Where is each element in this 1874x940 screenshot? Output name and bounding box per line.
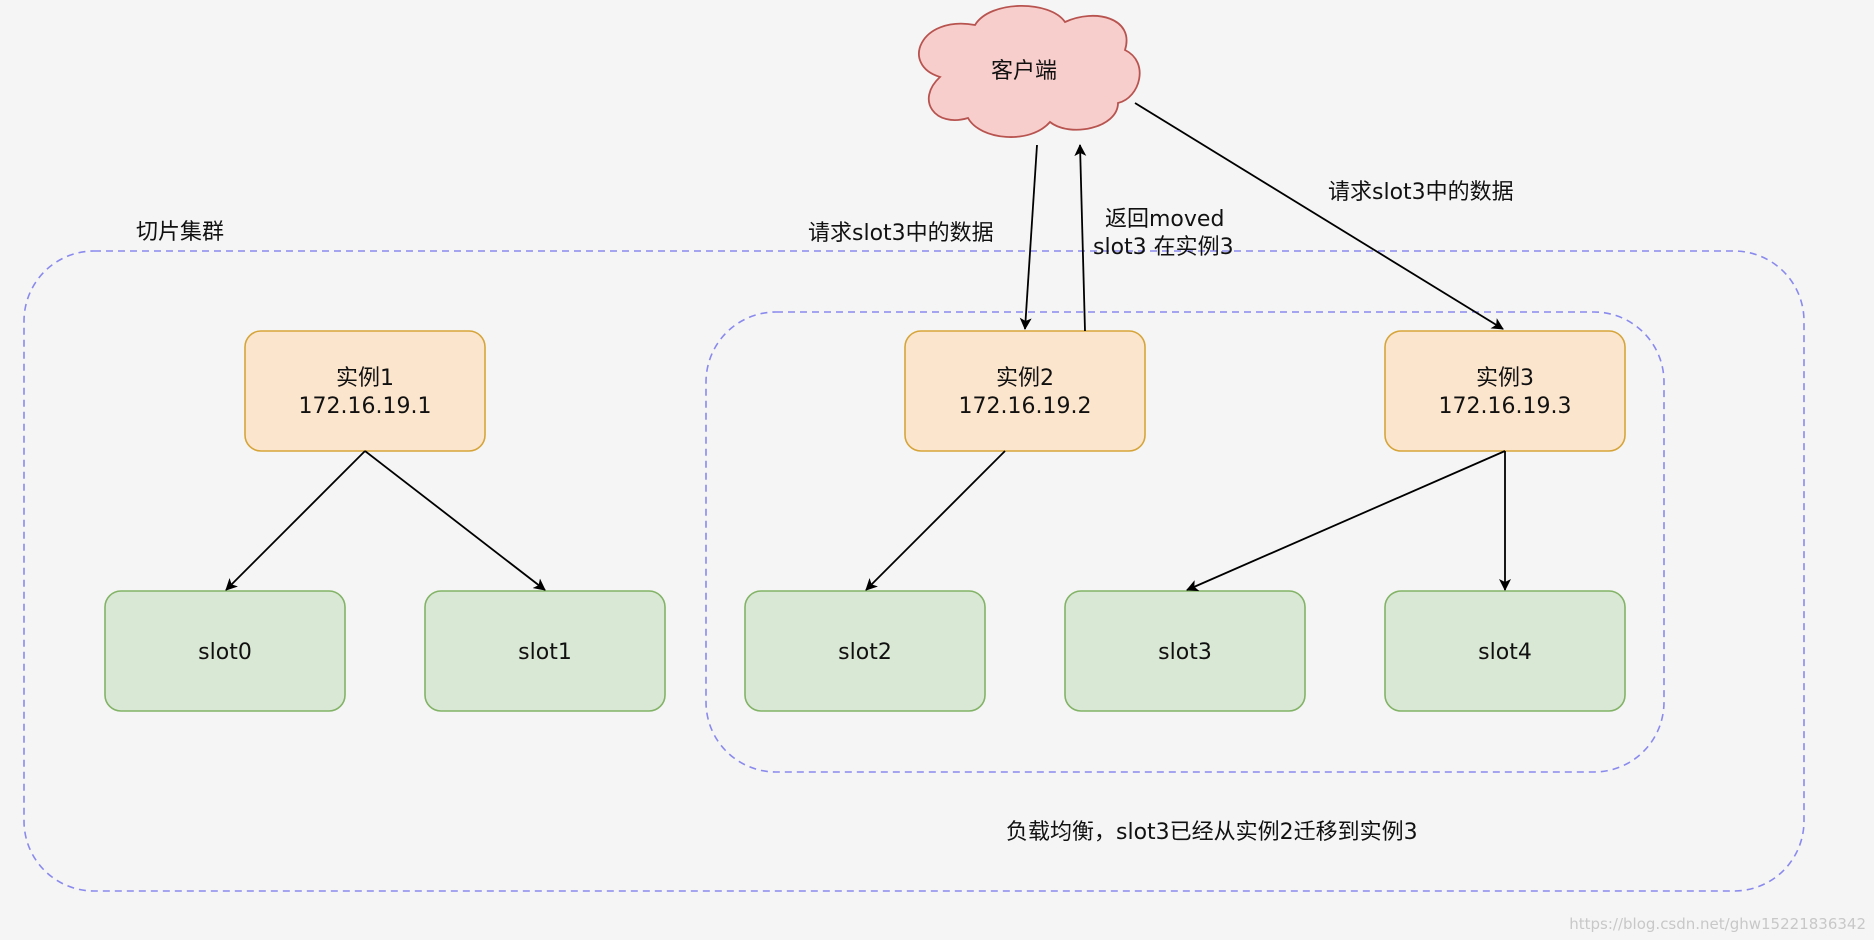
- instance-node-2[interactable]: 实例2 172.16.19.2: [904, 330, 1146, 452]
- instance-node-3[interactable]: 实例3 172.16.19.3: [1384, 330, 1626, 452]
- edge-instance2-slot2: [865, 450, 1006, 591]
- slot-label: slot4: [1478, 640, 1532, 665]
- instance-ip: 172.16.19.3: [1439, 394, 1572, 419]
- cluster-label: 切片集群: [136, 220, 224, 245]
- slot-node-4[interactable]: slot4: [1384, 590, 1626, 712]
- edge-instance1-slot1: [364, 450, 546, 591]
- instance-node-1[interactable]: 实例1 172.16.19.1: [244, 330, 486, 452]
- edge-label-request-instance3: 请求slot3中的数据: [1328, 180, 1514, 205]
- slot-node-1[interactable]: slot1: [424, 590, 666, 712]
- edge-client-request-instance2: [1019, 144, 1038, 330]
- instance-ip: 172.16.19.1: [299, 394, 432, 419]
- slot-node-0[interactable]: slot0: [104, 590, 346, 712]
- client-cloud[interactable]: 客户端: [918, 5, 1141, 138]
- instance-name: 实例1: [336, 366, 394, 391]
- instance-name: 实例3: [1476, 366, 1534, 391]
- instance-name: 实例2: [996, 366, 1054, 391]
- edge-label-moved-line2: slot3 在实例3: [1093, 235, 1234, 260]
- slot-label: slot3: [1158, 640, 1212, 665]
- edge-instance3-slot3: [1186, 450, 1506, 592]
- edge-instance1-slot0: [225, 450, 366, 591]
- load-balance-note: 负载均衡，slot3已经从实例2迁移到实例3: [1006, 820, 1418, 845]
- edge-client-request-instance3: [1134, 102, 1504, 330]
- instance-ip: 172.16.19.2: [959, 394, 1092, 419]
- edge-instance2-moved-client: [1074, 144, 1087, 332]
- slot-node-2[interactable]: slot2: [744, 590, 986, 712]
- cloud-shape: [918, 5, 1141, 138]
- cluster-group-border: [23, 250, 1805, 892]
- slot-label: slot0: [198, 640, 252, 665]
- inner-group-border: [705, 311, 1665, 773]
- edge-label-request-instance2: 请求slot3中的数据: [808, 221, 994, 246]
- watermark: https://blog.csdn.net/ghw15221836342: [1569, 915, 1866, 933]
- slot-node-3[interactable]: slot3: [1064, 590, 1306, 712]
- slot-label: slot1: [518, 640, 572, 665]
- client-label: 客户端: [991, 59, 1057, 84]
- edge-label-moved-line1: 返回moved: [1105, 207, 1224, 232]
- slot-label: slot2: [838, 640, 892, 665]
